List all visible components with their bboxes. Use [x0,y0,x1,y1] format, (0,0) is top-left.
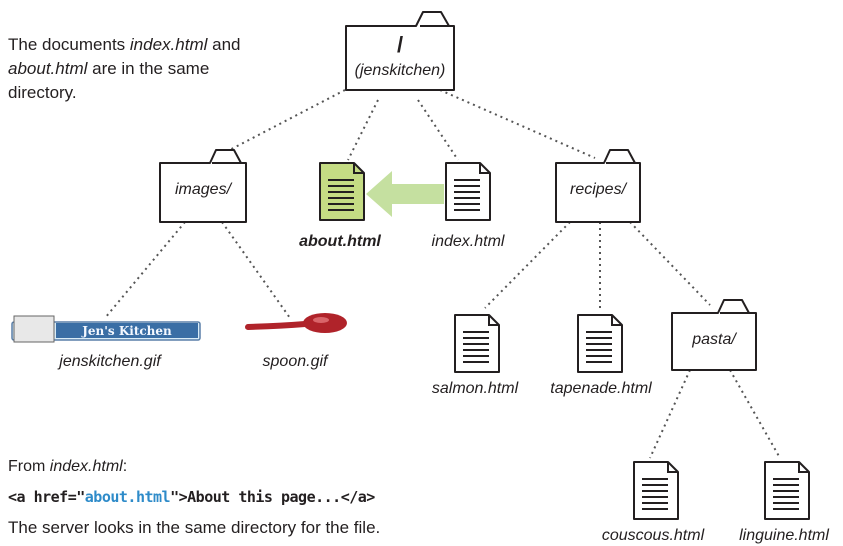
couscous-html-label: couscous.html [602,527,705,544]
spoon-gif-label: spoon.gif [263,353,329,370]
svg-text:Jen's Kitchen: Jen's Kitchen [81,324,172,338]
salmon-html-document-icon [454,314,500,373]
link-arrow-icon [366,171,444,217]
connector-root-about [347,99,379,161]
intro-text: The documents index.html and about.html … [8,35,241,102]
code-example: <a href="about.html">About this page...<… [8,488,375,506]
spoon-icon [245,313,347,333]
about-html-document-icon [319,162,365,221]
images-folder-icon: images/ [159,149,247,223]
server-note: The server looks in the same directory f… [8,518,381,537]
connector-pasta-linguine [729,369,781,459]
recipes-folder-label: recipes/ [570,181,628,198]
root-slash-label: / [397,32,403,57]
pasta-folder-label: pasta/ [691,331,737,348]
code-href-value: about.html [84,488,171,506]
connector-root-index [417,99,459,161]
jenskitchen-gif-label: jenskitchen.gif [57,353,162,370]
couscous-html-document-icon [633,461,679,520]
linguine-html-document-icon [764,461,810,520]
recipes-folder-icon: recipes/ [555,149,641,223]
intro-file-about: about.html [8,59,88,78]
salmon-html-label: salmon.html [432,380,519,397]
about-html-label: about.html [299,233,381,250]
index-html-label: index.html [432,233,505,250]
tapenade-html-document-icon [577,314,623,373]
tree-connectors [104,89,781,459]
connector-images-jenskitchen [104,221,186,319]
connector-recipes-salmon [484,221,571,309]
tapenade-html-label: tapenade.html [550,380,652,397]
connector-pasta-couscous [649,369,691,459]
connector-root-recipes [439,89,596,159]
intro-file-index: index.html [129,35,208,54]
images-folder-label: images/ [175,181,233,198]
index-html-document-icon [445,162,491,221]
jenskitchen-gif-image: Jen's Kitchen [11,315,201,343]
connector-images-spoon [221,221,291,319]
root-name-label: (jenskitchen) [355,62,446,79]
pasta-folder-icon: pasta/ [671,299,757,371]
root-folder-icon: / (jenskitchen) [345,11,455,91]
from-label: From index.html: [8,458,128,475]
connector-recipes-pasta [629,221,711,306]
linguine-html-label: linguine.html [739,527,829,544]
connector-root-images [219,89,346,156]
